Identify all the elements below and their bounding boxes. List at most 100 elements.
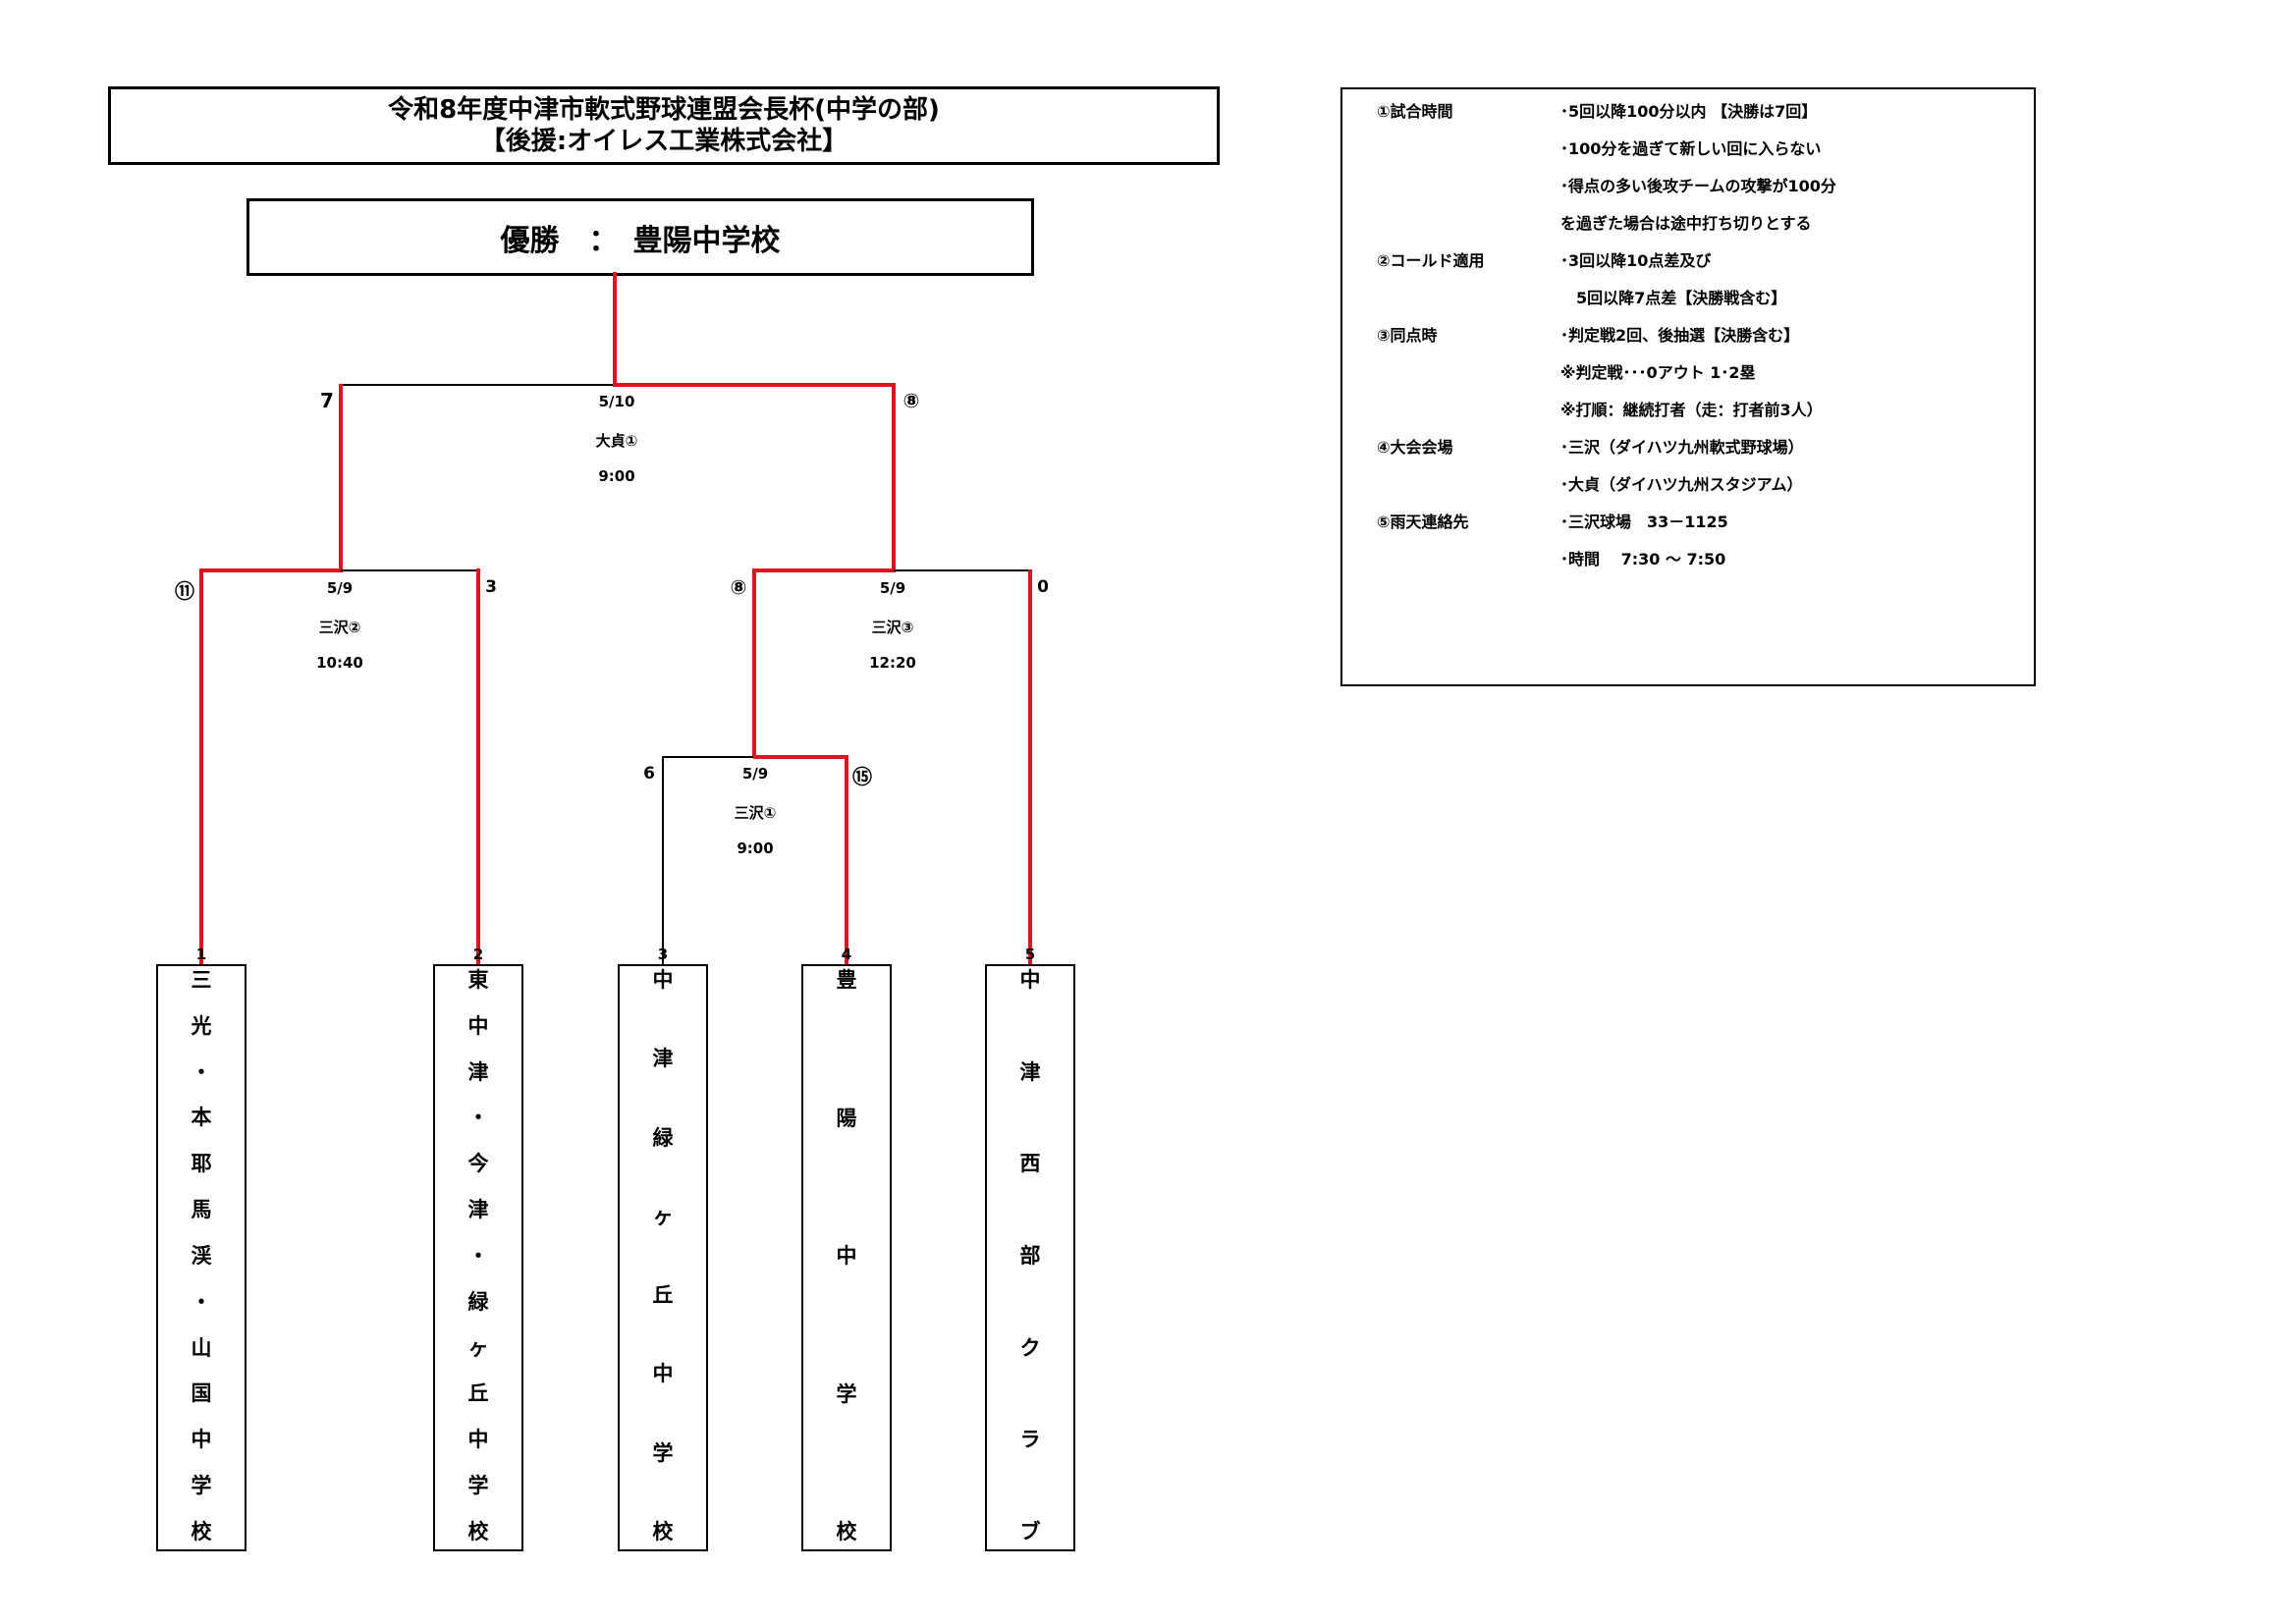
rule-line: 5回以降7点差【決勝戦含む】 xyxy=(1560,289,1787,307)
team-name-char: 校 xyxy=(836,1520,857,1543)
match-score-right: ⑮ xyxy=(852,765,872,788)
winner-text: 優勝 ： 豊陽中学校 xyxy=(500,223,781,258)
rule-line: ･三沢球場 33－1125 xyxy=(1560,513,1728,531)
team-name-char: 陽 xyxy=(836,1106,857,1130)
team-name-char: 津 xyxy=(467,1198,489,1222)
rule-line: ･3回以降10点差及び xyxy=(1560,251,1712,270)
bracket-line-winner xyxy=(845,755,848,964)
team-box: 三 光 ・ 本 耶 馬 渓 ・ 山 国 中 学 校 xyxy=(156,964,246,1551)
match-venue: 大貞① xyxy=(595,432,638,450)
tournament-sponsor: 【後援:オイレス工業株式会社】 xyxy=(479,127,848,156)
team-name-char: 光 xyxy=(191,1013,212,1038)
team-box: 豊 陽 中 学 校 xyxy=(801,964,892,1551)
match-date: 5/9 xyxy=(879,579,906,597)
team-seed: 4 xyxy=(841,946,852,963)
team-name-char: 西 xyxy=(1019,1152,1041,1176)
rule-line: ※判定戦･･･0アウト 1･2塁 xyxy=(1560,363,1756,382)
match-score-right: ⑧ xyxy=(902,389,920,412)
team-seed: 2 xyxy=(472,946,484,963)
team-name-char: 丘 xyxy=(652,1283,674,1308)
team-name-char: 本 xyxy=(191,1106,212,1130)
team-name-char: 今 xyxy=(467,1152,489,1176)
rule-label: ②コールド適用 xyxy=(1377,251,1485,270)
match-time: 12:20 xyxy=(869,654,916,672)
match-score-right: 0 xyxy=(1037,577,1049,597)
team-name-char: ・ xyxy=(467,1106,489,1130)
tournament-title-box: 令和8年度中津市軟式野球連盟会長杯(中学の部) 【後援:オイレス工業株式会社】 xyxy=(108,86,1220,165)
match-time: 9:00 xyxy=(598,467,635,485)
rule-line: ･得点の多い後攻チームの攻撃が100分 xyxy=(1560,177,1836,195)
team-name-char: ラ xyxy=(1019,1428,1041,1452)
rule-line: ※打順：継続打者（走：打者前3人） xyxy=(1560,401,1823,419)
bracket-line xyxy=(894,569,1029,571)
team-name-char: 緑 xyxy=(467,1289,489,1314)
bracket-line-winner xyxy=(613,272,617,385)
team-name-char: 校 xyxy=(652,1519,674,1543)
bracket-line-winner xyxy=(199,568,203,964)
team-name-char: 学 xyxy=(652,1440,674,1465)
team-name-char: ヶ xyxy=(652,1204,674,1228)
bracket-line xyxy=(663,756,755,758)
match-score-left: ⑧ xyxy=(730,575,747,599)
team-name-char: 山 xyxy=(191,1335,212,1360)
tournament-title: 令和8年度中津市軟式野球連盟会長杯(中学の部) xyxy=(388,95,940,125)
team-name-char: 校 xyxy=(467,1519,489,1543)
bracket-line-winner xyxy=(339,384,343,570)
team-name-char: 東 xyxy=(467,968,489,992)
rule-line: ･三沢（ダイハツ九州軟式野球場） xyxy=(1560,438,1804,457)
team-name-char: 津 xyxy=(467,1059,489,1084)
team-name-char: ク xyxy=(1019,1335,1041,1360)
bracket-line-winner xyxy=(892,383,896,570)
team-name-char: 中 xyxy=(652,968,674,992)
team-name-char: 中 xyxy=(467,1013,489,1038)
team-name-char: 学 xyxy=(836,1381,857,1406)
team-name-char: 学 xyxy=(191,1474,212,1498)
team-name-char: 丘 xyxy=(467,1381,489,1406)
match-venue: 三沢③ xyxy=(871,619,914,636)
rule-label: ③同点時 xyxy=(1377,326,1438,345)
bracket-line-winner xyxy=(753,568,896,572)
team-name-char: 緑 xyxy=(652,1125,674,1150)
team-name-char: ヶ xyxy=(467,1335,489,1360)
match-time: 9:00 xyxy=(737,839,774,857)
bracket-line-winner xyxy=(1028,569,1032,964)
team-box: 中 津 緑 ヶ 丘 中 学 校 xyxy=(618,964,708,1551)
match-score-left: ⑪ xyxy=(175,579,194,603)
bracket-line xyxy=(662,756,664,964)
match-date: 5/10 xyxy=(598,393,635,410)
team-name-char: ・ xyxy=(467,1243,489,1268)
team-name-char: 校 xyxy=(191,1519,212,1543)
match-time: 10:40 xyxy=(316,654,363,672)
team-name-char: 中 xyxy=(836,1244,857,1268)
team-box: 中 津 西 部 ク ラ ブ xyxy=(985,964,1075,1551)
team-name-char: 中 xyxy=(467,1428,489,1452)
team-name-char: 中 xyxy=(652,1362,674,1386)
bracket-line-winner xyxy=(752,568,756,757)
rule-line: ･5回以降100分以内 【決勝は7回】 xyxy=(1560,102,1818,121)
rule-line: ･時間 7:30 ～ 7:50 xyxy=(1560,550,1726,568)
bracket-line-winner xyxy=(753,755,848,759)
team-name-char: ・ xyxy=(191,1289,212,1314)
rule-line: ･100分を過ぎて新しい回に入らない xyxy=(1560,139,1822,158)
team-seed: 5 xyxy=(1024,946,1036,963)
team-name-char: 渓 xyxy=(191,1243,212,1268)
match-score-right: 3 xyxy=(485,577,497,597)
match-score-left: 6 xyxy=(643,764,655,784)
rule-line: ･大貞（ダイハツ九州スタジアム） xyxy=(1560,475,1803,494)
rule-line: ･判定戦2回、後抽選【決勝含む】 xyxy=(1560,326,1800,345)
bracket-line-winner xyxy=(613,383,895,387)
team-name-char: 馬 xyxy=(191,1198,212,1222)
team-name-char: ブ xyxy=(1019,1519,1041,1543)
match-venue: 三沢② xyxy=(318,619,361,636)
bracket-line-winner xyxy=(476,568,480,964)
match-score-left: 7 xyxy=(320,389,334,412)
team-box: 東 中 津 ・ 今 津 ・ 緑 ヶ 丘 中 学 校 xyxy=(433,964,523,1551)
rule-label: ⑤雨天連絡先 xyxy=(1377,513,1469,531)
rules-box: ①試合時間 ･5回以降100分以内 【決勝は7回】 ･100分を過ぎて新しい回に… xyxy=(1340,87,2036,686)
team-name-char: 中 xyxy=(191,1428,212,1452)
team-name-char: 部 xyxy=(1019,1243,1041,1268)
team-seed: 1 xyxy=(195,946,207,963)
team-name-char: 耶 xyxy=(191,1152,212,1176)
rule-line: を過ぎた場合は途中打ち切りとする xyxy=(1560,214,1812,233)
winner-box: 優勝 ： 豊陽中学校 xyxy=(246,198,1034,276)
